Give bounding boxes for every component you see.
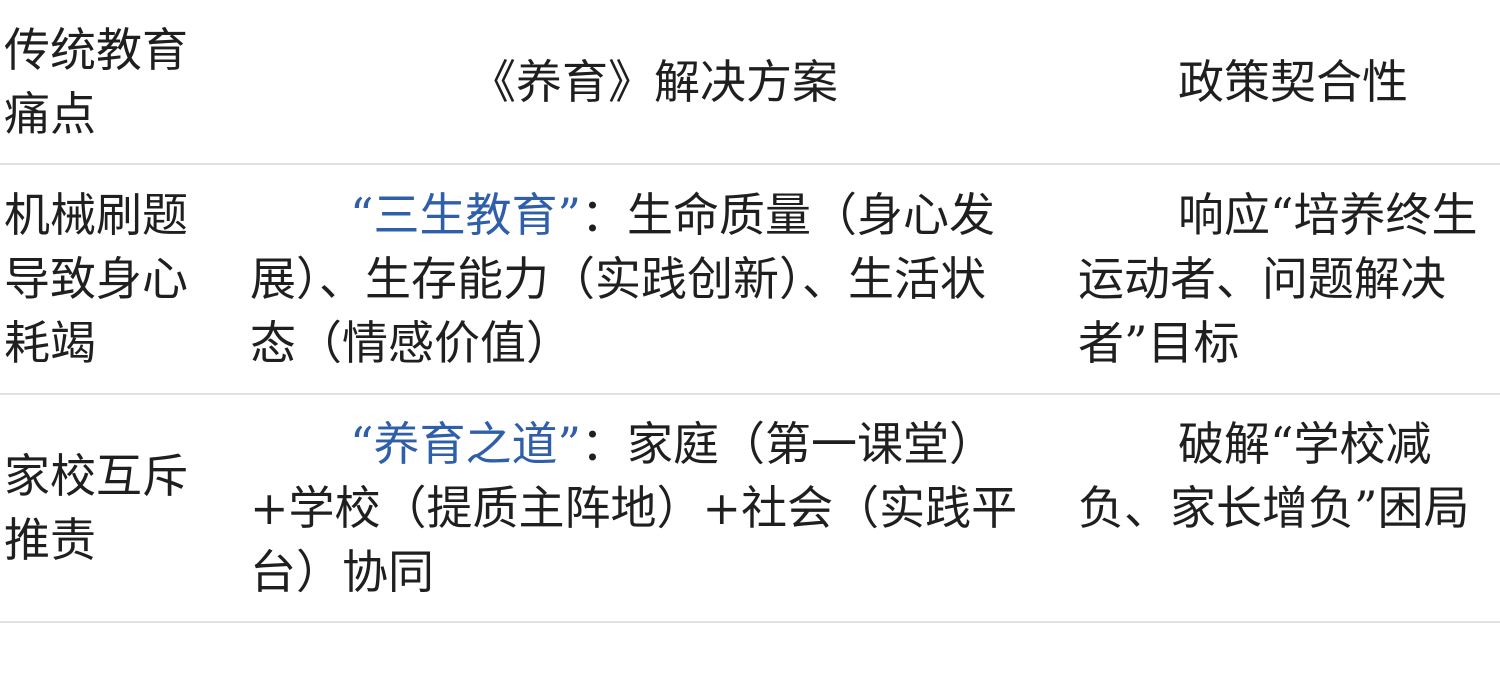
- policy-text: 响应“培养终生运动者、问题解决者”目标: [1078, 188, 1478, 370]
- pain-point-cell: 机械刷题导致身心耗竭: [4, 188, 188, 370]
- table-header-row: 传统教育痛点 《养育》解决方案 政策契合性: [0, 0, 1500, 164]
- solution-text: ：生命质量（身心发展）、生存能力（实践创新）、生活状态（情感价值）: [250, 188, 996, 370]
- table-bottom-rule: [0, 621, 1500, 623]
- header-policy-fit: 政策契合性: [1178, 55, 1408, 109]
- header-divider: [0, 163, 1500, 165]
- row-divider: [0, 393, 1500, 395]
- header-solution: 《养育》解决方案: [470, 55, 838, 109]
- solution-highlight: “养育之道”: [350, 417, 582, 471]
- solution-text: ：家庭（第一课堂）+学校（提质主阵地）+社会（实践平台）协同: [250, 417, 1018, 599]
- solution-cell: “三生教育”：生命质量（身心发展）、生存能力（实践创新）、生活状态（情感价值）: [250, 183, 1020, 375]
- solution-highlight: “三生教育”: [350, 188, 582, 242]
- policy-cell: 响应“培养终生运动者、问题解决者”目标: [1078, 183, 1478, 375]
- policy-cell: 破解“学校减负、家长增负”困局: [1078, 412, 1478, 540]
- pain-point-cell: 家校互斥推责: [4, 449, 188, 567]
- header-pain-points: 传统教育痛点: [4, 23, 188, 141]
- table-row: 家校互斥推责 “养育之道”：家庭（第一课堂）+学校（提质主阵地）+社会（实践平台…: [0, 394, 1500, 622]
- table-row: 机械刷题导致身心耗竭 “三生教育”：生命质量（身心发展）、生存能力（实践创新）、…: [0, 165, 1500, 393]
- solution-cell: “养育之道”：家庭（第一课堂）+学校（提质主阵地）+社会（实践平台）协同: [250, 412, 1020, 604]
- policy-text: 破解“学校减负、家长增负”困局: [1078, 417, 1470, 535]
